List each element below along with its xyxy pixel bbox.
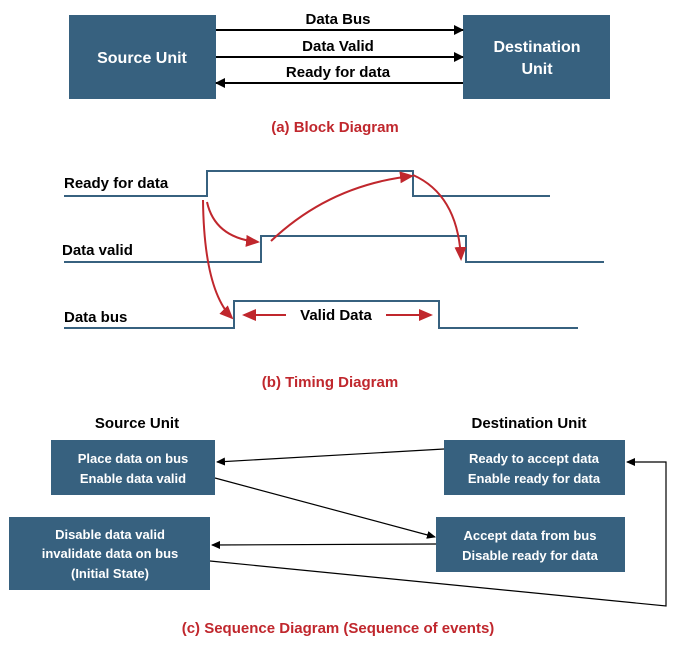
destination-unit-label-1: Destination — [493, 39, 580, 56]
disable-data-box — [9, 517, 210, 590]
disable-data-line3: (Initial State) — [71, 566, 149, 581]
timing-diagram-caption: (b) Timing Diagram — [262, 374, 398, 391]
ready-to-bus-arrow — [202, 199, 234, 320]
accept-to-disable-arrow — [211, 540, 437, 549]
place-data-box — [51, 440, 215, 495]
destination-unit-label-2: Unit — [521, 61, 553, 78]
place-data-line2: Enable data valid — [80, 471, 186, 486]
source-unit-box — [69, 15, 216, 99]
sequence-diagram: Source Unit Destination Unit Place data … — [9, 415, 667, 637]
timing-diagram: Ready for data Data valid Data bus Valid… — [62, 170, 604, 391]
place-to-accept-arrow — [214, 477, 436, 539]
timing-ready-label: Ready for data — [64, 175, 169, 192]
ready-to-valid-fall-arrow — [412, 174, 467, 261]
accept-data-box — [436, 517, 625, 572]
data-bus-waveform — [64, 300, 578, 329]
disable-data-line2: invalidate data on bus — [42, 546, 179, 561]
sequence-destination-header: Destination Unit — [472, 415, 587, 432]
ready-to-accept-line2: Enable ready for data — [468, 471, 601, 486]
ready-to-accept-line1: Ready to accept data — [469, 451, 600, 466]
sequence-diagram-caption: (c) Sequence Diagram (Sequence of events… — [182, 620, 495, 637]
sequence-source-header: Source Unit — [95, 415, 179, 432]
ready-for-data-label: Ready for data — [286, 64, 391, 81]
disable-data-line1: Disable data valid — [55, 527, 165, 542]
source-unit-label: Source Unit — [97, 50, 187, 67]
ready-to-accept-box — [444, 440, 625, 495]
place-data-line1: Place data on bus — [78, 451, 189, 466]
block-diagram-caption: (a) Block Diagram — [271, 119, 399, 136]
data-bus-label: Data Bus — [305, 11, 370, 28]
valid-to-ready-arrow — [270, 171, 414, 242]
timing-valid-label: Data valid — [62, 242, 133, 259]
ready-to-place-arrow — [216, 448, 445, 466]
data-valid-waveform — [64, 235, 604, 263]
ready-for-data-waveform — [64, 170, 550, 197]
timing-bus-label: Data bus — [64, 309, 127, 326]
valid-data-label: Valid Data — [300, 307, 372, 324]
accept-data-line1: Accept data from bus — [464, 528, 597, 543]
destination-unit-box — [463, 15, 610, 99]
disable-to-ready-loop-arrow — [209, 458, 667, 607]
ready-to-valid-arrow — [206, 201, 260, 247]
accept-data-line2: Disable ready for data — [462, 548, 599, 563]
data-valid-label: Data Valid — [302, 38, 374, 55]
block-diagram: Source Unit Destination Unit Data Bus Da… — [69, 11, 610, 136]
